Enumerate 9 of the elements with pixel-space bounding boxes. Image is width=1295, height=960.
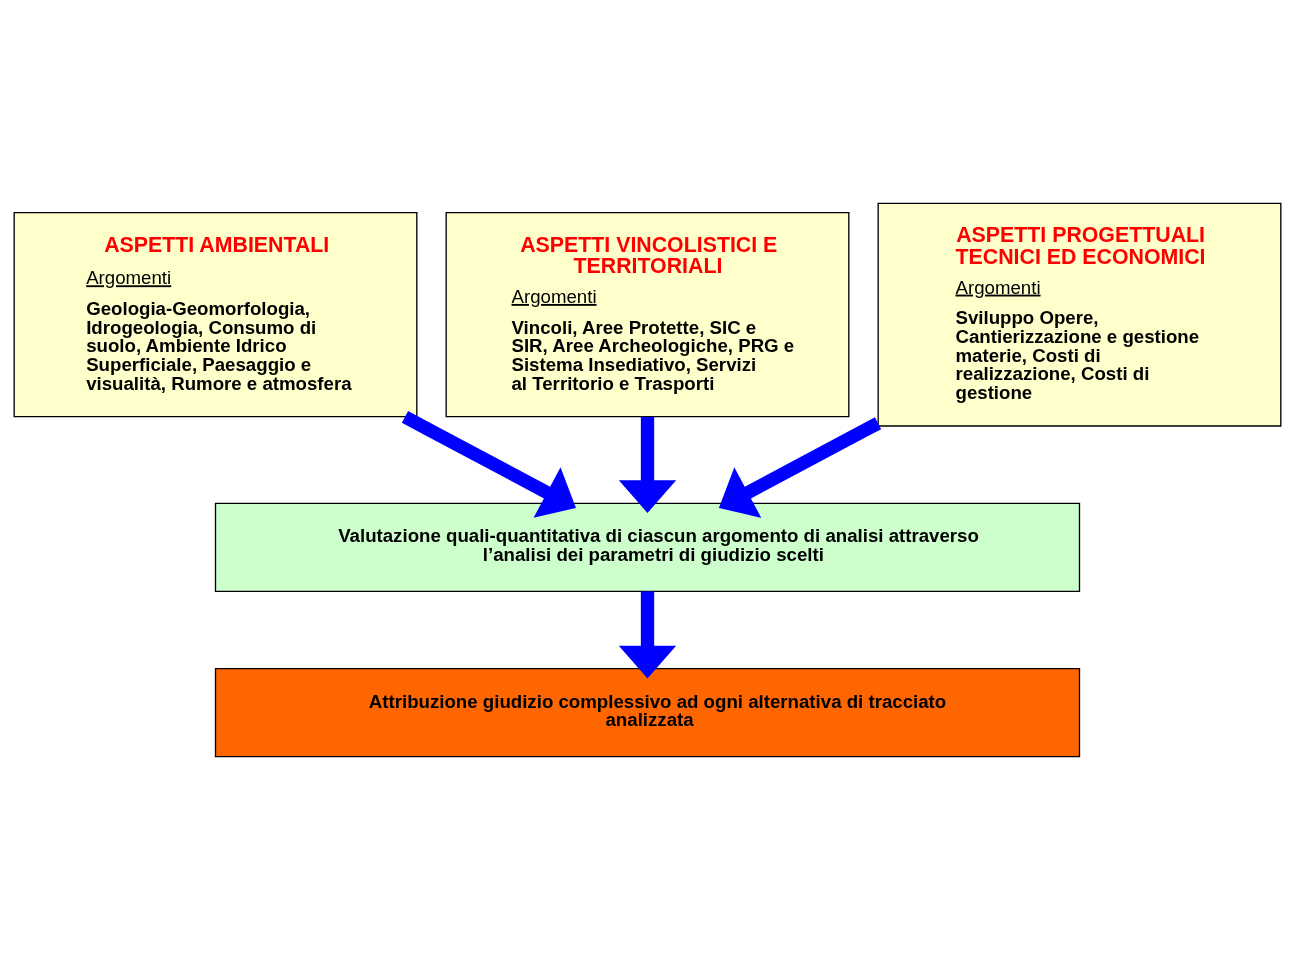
arrow bbox=[618, 416, 677, 513]
arrow bbox=[718, 417, 882, 518]
node-box: ASPETTI AMBIENTALI Argomenti Geologia-Geomorfologia, Idrogeologia, Consumo di suolo, Ambiente Idrico Superficiale, Paesaggio e visualità, Rumore e atmosfera bbox=[13, 212, 418, 418]
node-box: ASPETTI PROGETTUALI TECNICI ED ECONOMICI Argomenti Sviluppo Opere, Cantierizzazione e gestione materie, Costi di realizzazione, Costi di gestione bbox=[877, 202, 1282, 427]
node-box: ASPETTI VINCOLISTICI E TERRITORIALI Argomenti Vincoli, Aree Protette, SIC e SIR, Aree Archeologiche, PRG e Sistema Insediativo, Servizi al Territorio e Trasporti bbox=[445, 212, 850, 418]
node-box: Valutazione quali-quantitativa di ciascun argomento di analisi attraverso l’analisi dei parametri di giudizio scelti bbox=[214, 502, 1081, 592]
node-box: Attribuzione giudizio complessivo ad ogni alternativa di tracciato analizzata bbox=[214, 668, 1081, 758]
arrow bbox=[618, 591, 677, 679]
arrow bbox=[401, 411, 576, 518]
